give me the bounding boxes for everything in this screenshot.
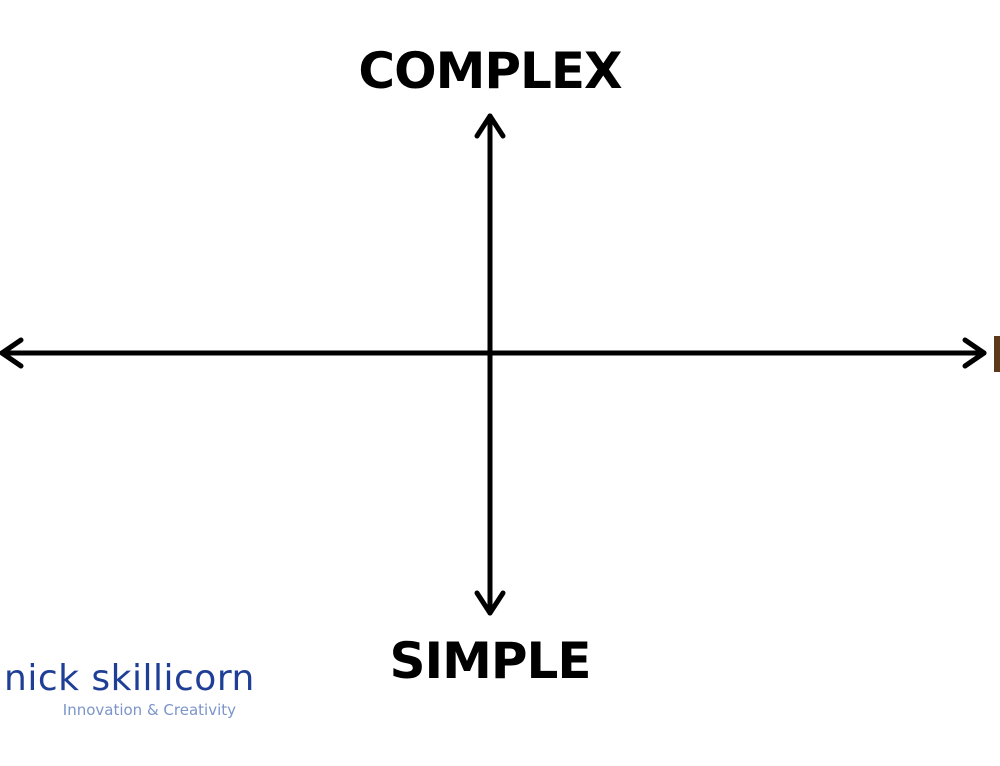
- complex-axis-label: COMPLEX: [358, 42, 622, 100]
- top-arrowhead: [474, 113, 506, 139]
- brand-logo: nick skillicorn Innovation & Creativity: [0, 656, 254, 726]
- logo-name: nick skillicorn: [4, 658, 255, 699]
- simple-axis-label: SIMPLE: [389, 632, 591, 690]
- logo-tagline: Innovation & Creativity: [62, 701, 236, 719]
- bottom-arrowhead: [474, 590, 506, 616]
- left-arrowhead: [0, 337, 24, 369]
- right-arrowhead: [962, 337, 987, 369]
- right-edge-label-fragment: [994, 336, 1000, 372]
